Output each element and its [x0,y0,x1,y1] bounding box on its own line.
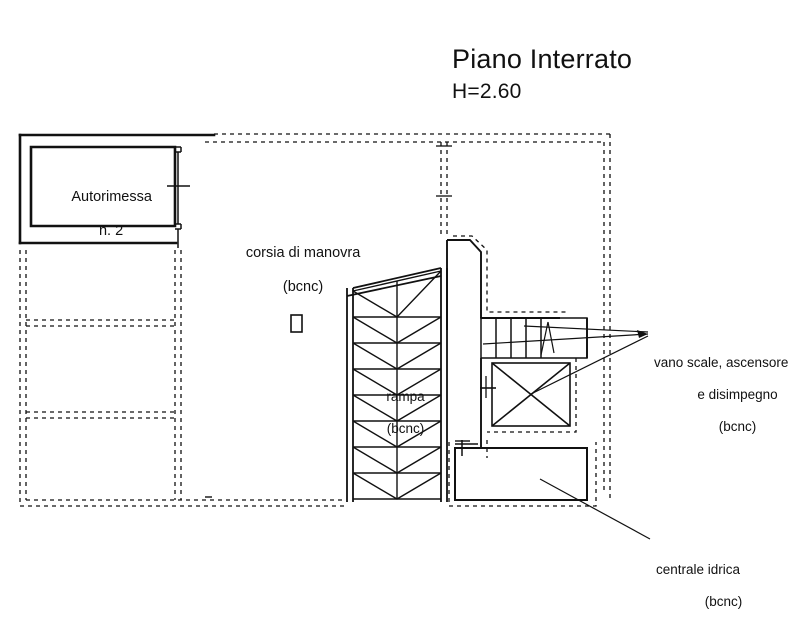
callout-label-centrale-idrica: centrale idrica (bcnc) [656,530,776,626]
room-label-rampa: rampa (bcnc) [362,373,434,453]
autorimessa-door-jamb [167,146,190,248]
centrale-idrica-door [455,440,478,456]
rampa-chevrons [352,270,442,500]
page-title: Piano Interrato [452,44,633,74]
floor-plan-linework [18,133,651,540]
autorimessa-walls [18,133,216,245]
vano-line-2: e disimpegno [697,386,778,402]
corsia-right-dashed-wall [436,142,452,236]
room-label-corsia-di-manovra: corsia di manovra (bcnc) [225,228,365,314]
column-marker [290,314,303,333]
elevator-shaft-dashed-surround [486,358,577,458]
callout-label-vano-scale: vano scale, ascensore e disimpegno (bcnc… [654,323,800,450]
left-bays-dashed-walls [19,250,345,507]
misc-tick-marks [205,440,470,498]
rampa-line-1: rampa [386,388,425,404]
vano-scale-outline [446,239,560,330]
vano-line-1: vano scale, ascensore [654,354,789,370]
corsia-line-2: (bcnc) [282,279,324,296]
floor-plan-drawing: Piano Interrato H=2.60 Autorimessa n. 2 … [18,44,800,609]
leader-line-vano-scale [482,325,649,395]
leader-line-centrale-idrica [539,478,651,540]
corsia-line-1: corsia di manovra [245,245,361,262]
autorimessa-line-1: Autorimessa [71,189,152,206]
ceiling-height-note: H=2.60 [452,80,522,103]
disimpegno-walls [455,318,588,449]
autorimessa-room-outline [29,145,177,228]
centrale-idrica-dashed [448,442,597,507]
vano-line-3: (bcnc) [718,418,757,434]
rampa-line-2: (bcnc) [386,420,425,436]
lower-bay-divider-vertical [174,250,182,500]
stair-block [480,317,588,359]
centrale-idrica-room [454,447,588,501]
outer-boundary-dashed [205,133,611,500]
centrale-line-1: centrale idrica [656,561,741,577]
centrale-line-2: (bcnc) [704,593,743,609]
vano-scale-outline-dashed [453,235,566,313]
room-label-autorimessa: Autorimessa n. 2 [56,172,152,258]
autorimessa-line-2: n. 2 [98,223,124,240]
elevator-shaft [480,362,571,427]
